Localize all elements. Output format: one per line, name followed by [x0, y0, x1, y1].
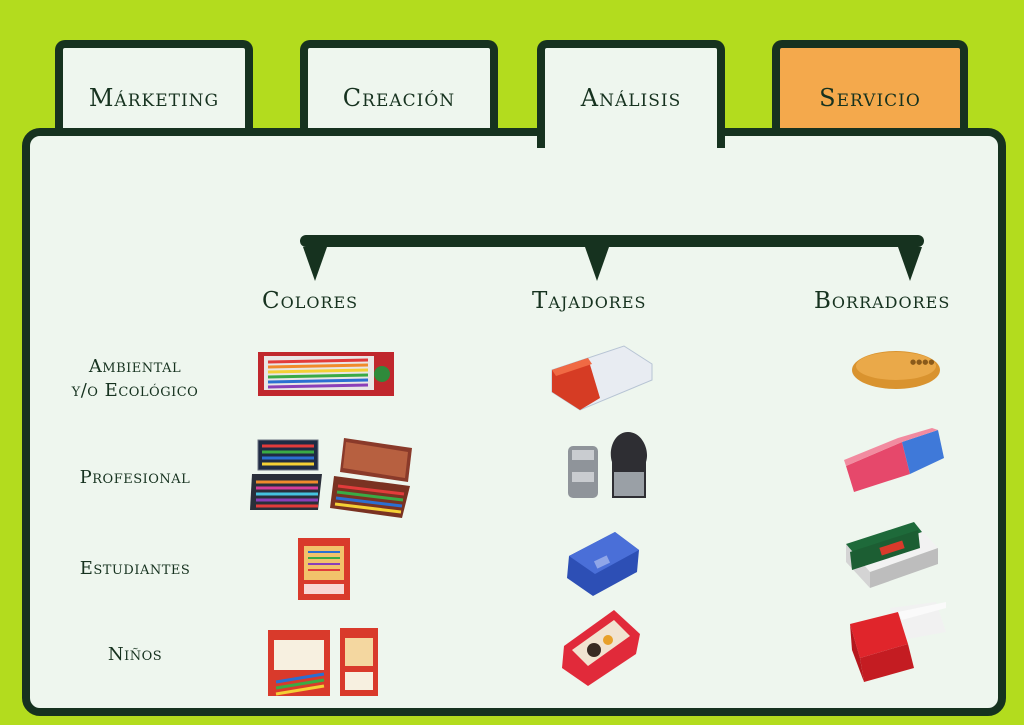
- row-label-ambiental-line2: y/o Ecológico: [71, 380, 199, 401]
- row-label-ninos: Niños: [107, 644, 163, 665]
- double-eraser-icon: [844, 428, 944, 492]
- double-sharpener-icon: [568, 432, 648, 498]
- column-header-borradores: Borradores: [814, 288, 951, 314]
- green-white-eraser-icon: [846, 522, 938, 588]
- row-label-profesional: Profesional: [79, 467, 191, 488]
- tree-connector-bar: [300, 235, 924, 247]
- kids-sharpener-icon: [562, 610, 640, 686]
- colored-pencils-wooden-case-icon: [330, 438, 412, 518]
- colored-pencils-tin-icon: [250, 439, 322, 510]
- tab-servicio[interactable]: Servicio: [772, 40, 968, 140]
- row-label-estudiantes: Estudiantes: [79, 558, 191, 579]
- tab-creacion[interactable]: Creación: [300, 40, 498, 140]
- pencil-sharpener-icon: [551, 345, 653, 411]
- tab-marketing[interactable]: Márketing: [55, 40, 253, 140]
- tab-servicio-label: Servicio: [819, 84, 921, 112]
- column-header-tajadores: Tajadores: [532, 288, 647, 314]
- kids-colored-pencils-small-box-icon: [340, 628, 378, 696]
- kids-colored-pencils-box-icon: [268, 630, 330, 696]
- red-white-eraser-icon: [850, 602, 946, 682]
- row-label-ambiental: Ambiental y/o Ecológico: [40, 355, 230, 403]
- content-panel: [22, 128, 1006, 716]
- arrow-down-icon: [585, 247, 609, 281]
- colored-pencils-box-icon: [258, 352, 394, 396]
- arrow-down-icon: [303, 247, 327, 281]
- row-label-ambiental-line1: Ambiental: [88, 356, 182, 377]
- tab-marketing-label: Márketing: [88, 84, 220, 112]
- student-colored-pencils-box-icon: [298, 538, 350, 600]
- blue-sharpener-icon: [567, 532, 639, 596]
- arrow-down-icon: [898, 247, 922, 281]
- svg-text:●●●●: ●●●●: [910, 358, 934, 366]
- tab-analisis-label: Análisis: [580, 84, 682, 112]
- column-header-colores: Colores: [262, 288, 359, 314]
- eraser-icon: ●●●●: [852, 351, 940, 389]
- tab-creacion-label: Creación: [342, 84, 456, 112]
- active-tab-connector: [545, 126, 717, 140]
